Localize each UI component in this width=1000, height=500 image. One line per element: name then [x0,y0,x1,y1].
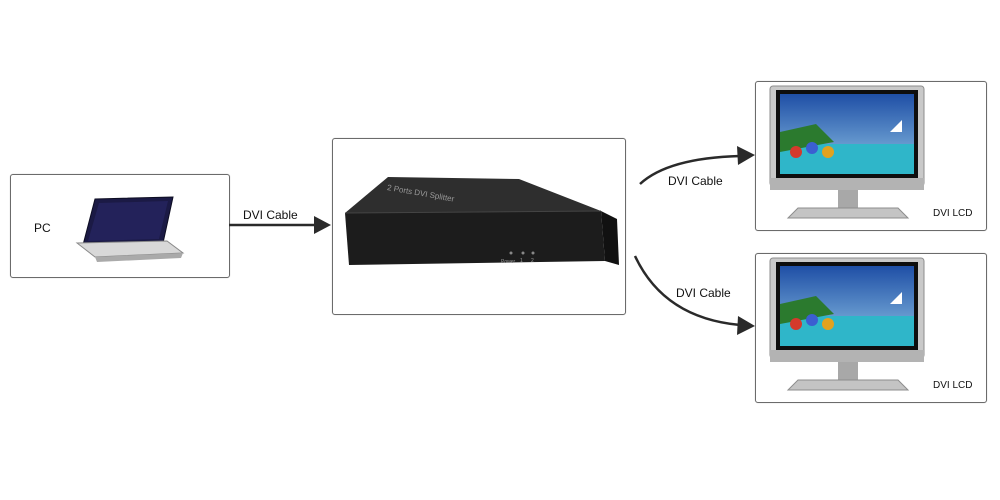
lcd-bottom-label: DVI LCD [933,380,972,391]
cable-label-lcd-bottom: DVI Cable [676,286,731,300]
lcd-top-box: DVI LCD [755,81,987,231]
lcd-top-label: DVI LCD [933,208,972,219]
lcd-bottom-box: DVI LCD [755,253,987,403]
